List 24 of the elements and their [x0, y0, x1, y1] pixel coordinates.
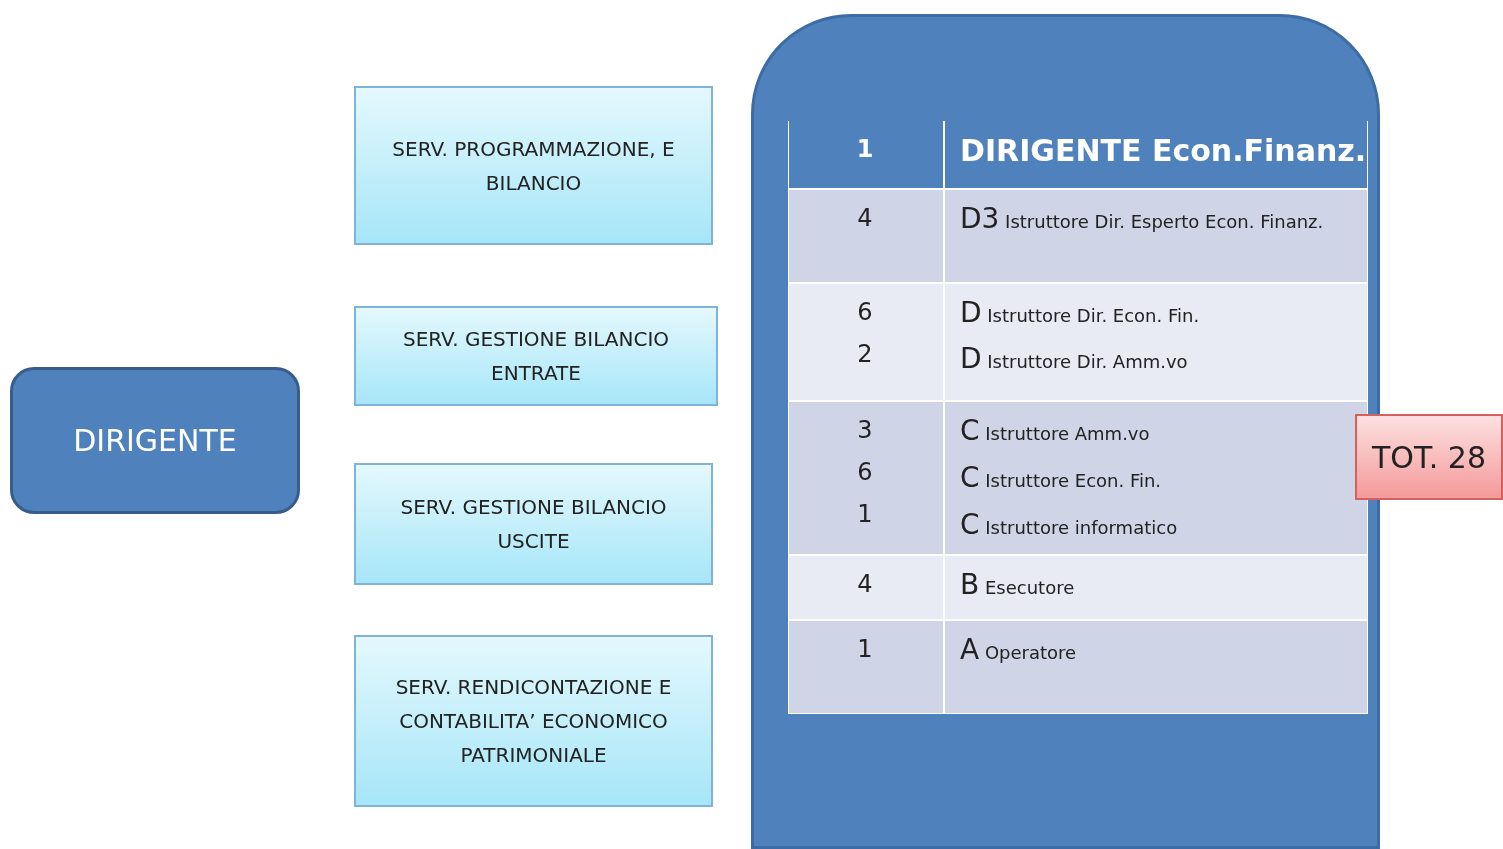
service-box: SERV. GESTIONE BILANCIO ENTRATE [354, 306, 718, 406]
role-text: C Istruttore informatico [960, 508, 1178, 541]
count-text: 3 [856, 416, 874, 444]
count-text: 6 [856, 298, 874, 326]
role-text: C Istruttore Amm.vo [960, 414, 1150, 447]
total-box: TOT. 28 [1355, 414, 1503, 500]
role-text: D3 Istruttore Dir. Esperto Econ. Finanz. [960, 202, 1324, 235]
service-box: SERV. PROGRAMMAZIONE, E BILANCIO [354, 86, 713, 245]
role-text: D Istruttore Dir. Econ. Fin. [960, 296, 1200, 329]
service-box: SERV. GESTIONE BILANCIO USCITE [354, 463, 713, 585]
role-text: A Operatore [960, 633, 1077, 666]
count-text: 6 [856, 458, 874, 486]
role-text: B Esecutore [960, 568, 1075, 601]
role-box: DIRIGENTE [10, 367, 300, 514]
service-box: SERV. RENDICONTAZIONE E CONTABILITA’ ECONOMICO PATRIMONIALE [354, 635, 713, 807]
role-text: C Istruttore Econ. Fin. [960, 461, 1162, 494]
count-text: 4 [856, 204, 874, 232]
count-text: 4 [856, 570, 874, 598]
count-text: 1 [856, 500, 874, 528]
count-text: 1 [856, 635, 874, 663]
header-cell: DIRIGENTE Econ.Finanz. [960, 133, 1367, 168]
role-text: D Istruttore Dir. Amm.vo [960, 342, 1188, 375]
header-cell-text: 1 [855, 135, 875, 163]
count-text: 2 [856, 340, 874, 368]
